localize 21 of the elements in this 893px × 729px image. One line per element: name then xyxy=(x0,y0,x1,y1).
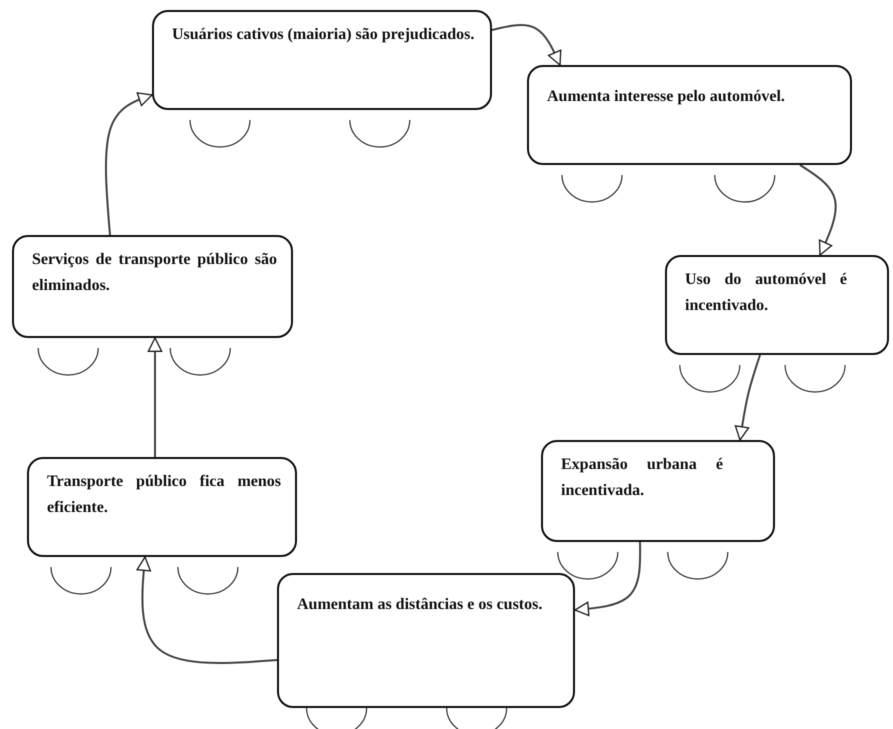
box-text: Usuários cativos (maioria) são prejudicados. xyxy=(172,25,476,45)
curved-arrow xyxy=(148,337,162,457)
box-text: Aumenta interesse pelo automóvel. xyxy=(547,87,786,107)
curved-arrow xyxy=(574,542,642,616)
rounded-box xyxy=(12,235,293,338)
rounded-box xyxy=(665,255,889,355)
curved-arrow xyxy=(104,92,153,236)
rounded-box xyxy=(277,573,575,708)
curved-arrow xyxy=(136,556,278,664)
box-text: Uso do automóvel é incentivado. xyxy=(685,270,847,316)
rounded-box xyxy=(541,440,775,542)
box-text: Aumentam as distâncias e os custos. xyxy=(297,595,543,615)
box-text: Transporte público fica menos eficiente. xyxy=(47,472,281,518)
curved-arrow xyxy=(492,24,562,66)
curved-arrow xyxy=(734,354,761,441)
rounded-box xyxy=(152,10,492,110)
rounded-box xyxy=(527,65,852,165)
rounded-box xyxy=(27,457,297,557)
box-text: Serviços de transporte público são eliminados. xyxy=(32,250,277,296)
curved-arrow xyxy=(799,164,837,256)
box-text: Expansão urbana é incentivada. xyxy=(561,455,723,501)
